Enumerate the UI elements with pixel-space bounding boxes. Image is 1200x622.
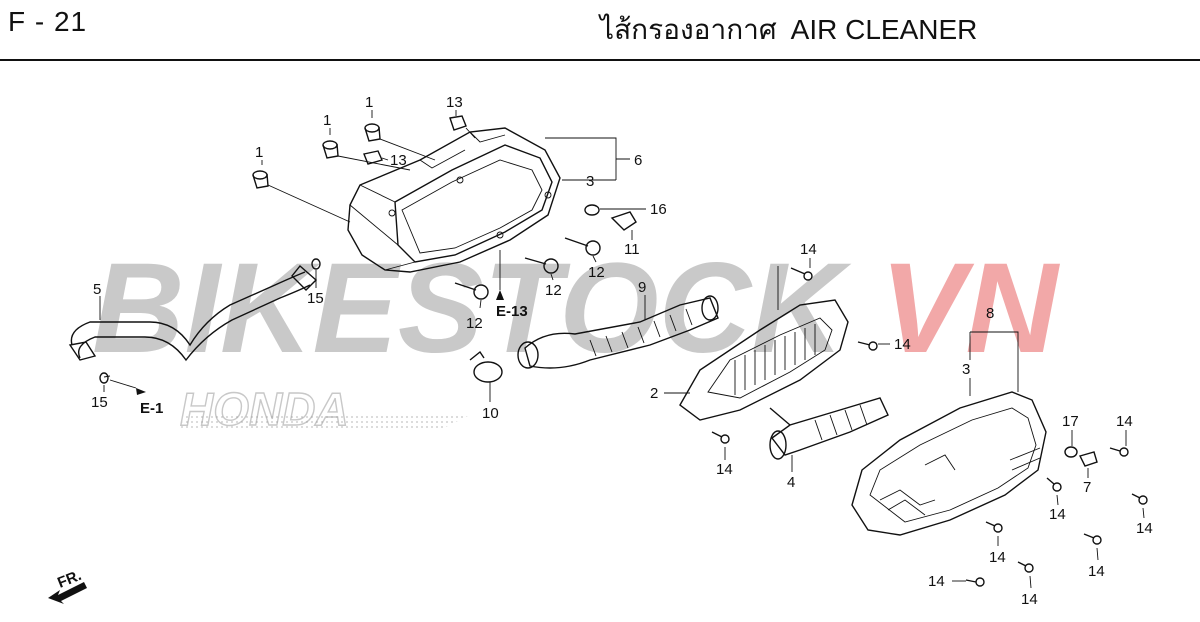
callout-label: 16 bbox=[650, 201, 667, 218]
figure-title-thai: ไส้กรองอากาศ bbox=[600, 14, 777, 45]
plug-7 bbox=[1078, 451, 1098, 467]
figure-title-english: AIR CLEANER bbox=[790, 14, 978, 45]
air-cleaner-element-case-2 bbox=[679, 299, 849, 421]
bolt-1-b bbox=[322, 140, 339, 159]
callout-label: 15 bbox=[91, 394, 108, 411]
callout-label: 14 bbox=[1136, 520, 1153, 537]
watermark: BIKESTOCK VN HONDA bbox=[92, 237, 1060, 436]
callout-label: 1 bbox=[365, 94, 373, 111]
callout-label: 13 bbox=[446, 94, 463, 111]
front-arrow-icon bbox=[48, 582, 87, 604]
hose-clamp-10 bbox=[469, 350, 503, 383]
screw-14-d bbox=[1109, 447, 1129, 457]
callout-label: 1 bbox=[255, 144, 263, 161]
callout-label: 3 bbox=[962, 361, 970, 378]
watermark-stipple bbox=[180, 415, 470, 430]
bolt-1-a bbox=[252, 170, 269, 189]
screw-14-i bbox=[1017, 561, 1034, 573]
screw-14-g bbox=[985, 521, 1003, 533]
callout-label: 5 bbox=[93, 281, 101, 298]
callout-label: 14 bbox=[894, 336, 911, 353]
callout-label: 1 bbox=[323, 112, 331, 129]
callout-label: 9 bbox=[638, 279, 646, 296]
callout-label: 14 bbox=[928, 573, 945, 590]
callout-label: 2 bbox=[650, 385, 658, 402]
callout-label: 13 bbox=[390, 152, 407, 169]
screw-14-b bbox=[857, 341, 878, 351]
bolt-12-b bbox=[524, 257, 559, 274]
callout-labels: 1 1 1 13 13 6 3 16 11 12 12 12 15 5 15 9… bbox=[91, 94, 1153, 608]
front-direction-indicator: FR. bbox=[48, 567, 87, 604]
reference-label-e13: E-13 bbox=[496, 303, 528, 320]
callout-label: 12 bbox=[466, 315, 483, 332]
watermark-brand-prefix: BIKESTOCK bbox=[92, 237, 852, 380]
callout-label: 14 bbox=[1049, 506, 1066, 523]
drain-plug-11 bbox=[610, 211, 637, 231]
callout-label: 14 bbox=[1021, 591, 1038, 608]
screw-14-a bbox=[790, 267, 813, 281]
figure-code: F - 21 bbox=[8, 6, 88, 37]
page-header: F - 21 ไส้กรองอากาศ AIR CLEANER bbox=[0, 0, 1200, 61]
inlet-duct-4 bbox=[769, 397, 889, 460]
callout-label: 14 bbox=[1088, 563, 1105, 580]
callout-label: 11 bbox=[624, 241, 640, 258]
callout-label: 14 bbox=[716, 461, 733, 478]
clip-16 bbox=[584, 204, 600, 216]
section-references: E-1 E-13 bbox=[140, 303, 528, 417]
screw-14-c bbox=[711, 431, 730, 444]
callout-label: 3 bbox=[586, 173, 594, 190]
callout-label: 14 bbox=[1116, 413, 1133, 430]
callout-label: 12 bbox=[588, 264, 605, 281]
callout-label: 7 bbox=[1083, 479, 1091, 496]
air-cleaner-case-lower bbox=[851, 391, 1047, 536]
callout-label: 17 bbox=[1062, 413, 1079, 430]
breather-hose bbox=[68, 264, 318, 362]
air-cleaner-cover-upper bbox=[347, 127, 561, 273]
clip-13-a bbox=[449, 115, 467, 131]
reference-arrows bbox=[136, 290, 504, 395]
leader-lines bbox=[99, 110, 1145, 589]
reference-label-e1: E-1 bbox=[140, 400, 163, 417]
screw-14-h bbox=[1083, 533, 1102, 545]
intake-duct-9 bbox=[517, 295, 719, 369]
callout-label: 6 bbox=[634, 152, 642, 169]
callout-label: 10 bbox=[482, 405, 499, 422]
callout-label: 15 bbox=[307, 290, 324, 307]
clip-13-b bbox=[363, 150, 383, 165]
callout-label: 14 bbox=[989, 549, 1006, 566]
bolt-1-c bbox=[364, 123, 381, 142]
screw-14-f bbox=[1131, 493, 1148, 505]
hose-clip-upper bbox=[311, 258, 321, 270]
callout-label: 4 bbox=[787, 474, 795, 491]
header-divider bbox=[0, 59, 1200, 61]
bolt-12-a bbox=[564, 237, 601, 256]
figure-title: ไส้กรองอากาศ AIR CLEANER bbox=[600, 8, 977, 52]
clip-17 bbox=[1064, 446, 1078, 458]
screw-14-e bbox=[1046, 477, 1062, 492]
callout-label: 14 bbox=[800, 241, 817, 258]
bolt-12-c bbox=[454, 282, 489, 300]
screw-14-j bbox=[965, 577, 985, 587]
callout-label: 8 bbox=[986, 305, 994, 322]
callout-label: 12 bbox=[545, 282, 562, 299]
hose-clip-lower bbox=[99, 372, 109, 384]
